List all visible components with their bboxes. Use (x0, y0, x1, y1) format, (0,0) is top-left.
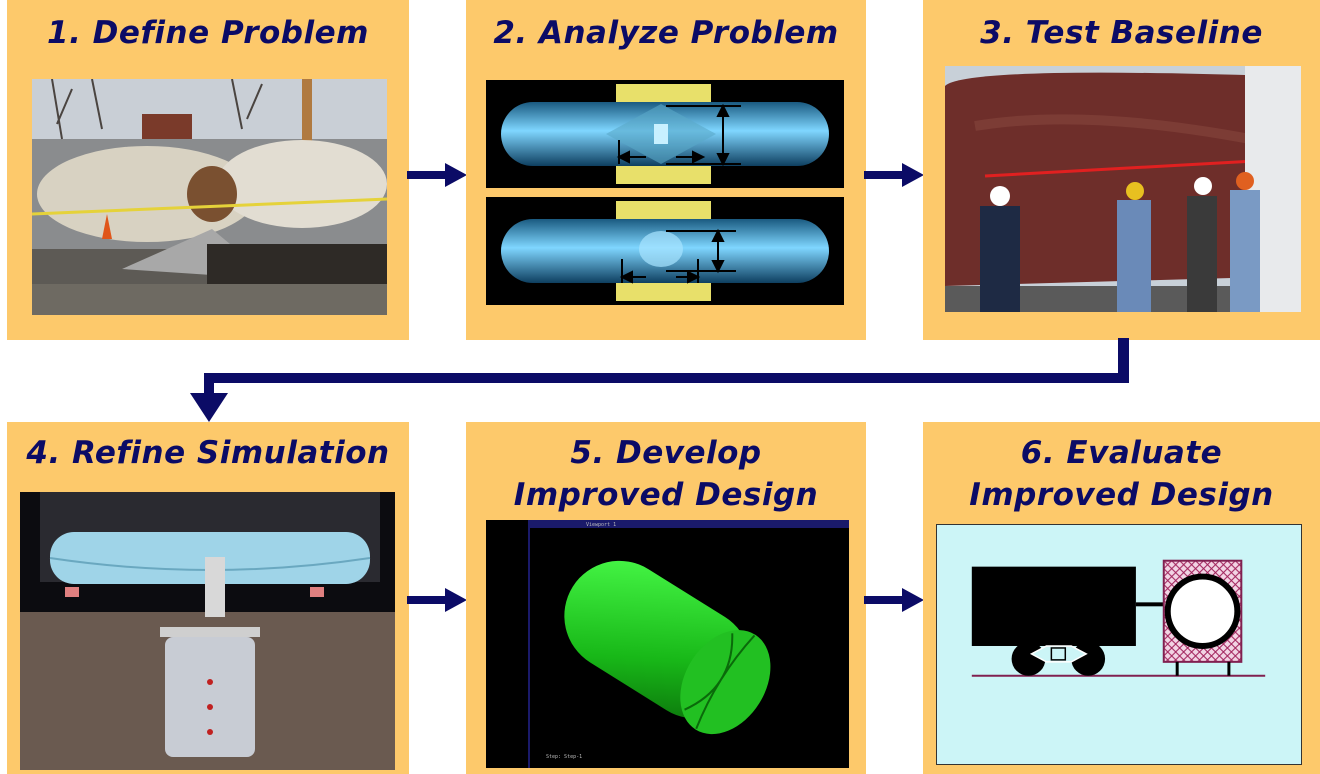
step-5-render: Viewport 1 Step: Step-1 (486, 520, 849, 768)
step-1-card: 1. Define Problem (7, 0, 409, 340)
arrow-3-4 (190, 338, 1129, 422)
step-4-title: 4. Refine Simulation (26, 435, 390, 471)
step-4-card: 4. Refine Simulation (7, 422, 409, 774)
step-3-photo (945, 66, 1301, 312)
step-2-render-bottom (486, 197, 844, 305)
step-6-schematic (936, 524, 1302, 765)
arrow-2-3 (864, 163, 924, 187)
step-6-card: 6. Evaluate Improved Design (923, 422, 1320, 774)
step-1-photo (32, 79, 387, 315)
arrow-4-5 (407, 588, 467, 612)
arrow-1-2 (407, 163, 467, 187)
step-2-card: 2. Analyze Problem (466, 0, 866, 340)
step-1-title: 1. Define Problem (47, 15, 369, 51)
svg-text:Viewport 1: Viewport 1 (586, 522, 616, 528)
step-2-render-top (486, 80, 844, 188)
step-6-title: 6. Evaluate Improved Design (969, 435, 1274, 513)
step-4-photo (20, 492, 395, 770)
step-5-title: 5. Develop Improved Design (513, 435, 819, 513)
svg-text:Step: Step-1: Step: Step-1 (546, 754, 582, 760)
step-3-card: 3. Test Baseline (923, 0, 1320, 340)
step-5-card: 5. Develop Improved Design Viewport 1 St… (466, 422, 866, 774)
step-2-title: 2. Analyze Problem (493, 15, 839, 51)
step-3-title: 3. Test Baseline (980, 15, 1263, 51)
arrow-5-6 (864, 588, 924, 612)
